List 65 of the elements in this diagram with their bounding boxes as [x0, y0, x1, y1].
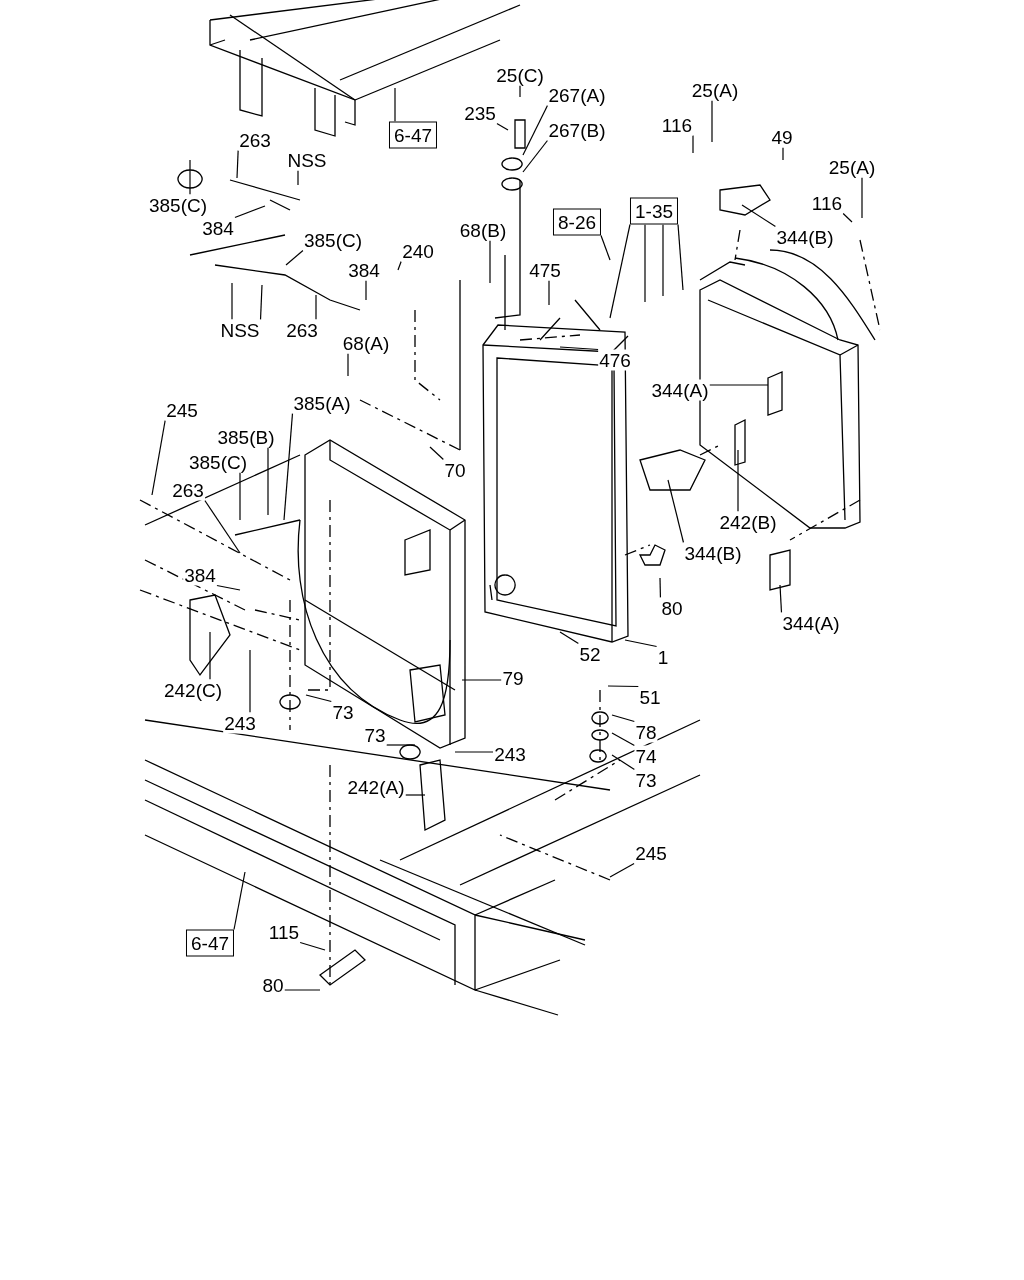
- leader-line: [285, 249, 304, 266]
- leader-line: [522, 139, 549, 173]
- leader-line: [548, 279, 550, 306]
- leader-line: [461, 679, 503, 681]
- leader-line: [609, 862, 635, 878]
- leader-line: [708, 384, 769, 386]
- leader-line: [607, 685, 640, 688]
- leader-line: [267, 446, 269, 516]
- leader-line: [189, 159, 191, 196]
- leader-line: [299, 941, 326, 951]
- leader-line: [782, 146, 784, 161]
- leader-line: [842, 212, 853, 223]
- leader-line: [609, 223, 631, 319]
- leader-line: [231, 282, 233, 321]
- callout-number: 476: [598, 349, 632, 371]
- leader-line: [667, 479, 685, 544]
- leader-line: [522, 104, 549, 156]
- leader-line: [305, 694, 333, 703]
- leader-line: [662, 223, 664, 297]
- leader-line: [397, 260, 402, 271]
- leader-line: [239, 471, 241, 521]
- leader-line: [559, 631, 580, 645]
- reference-label: 8-26: [553, 208, 601, 236]
- leader-line: [283, 989, 321, 991]
- leader-line: [365, 279, 367, 301]
- leader-line: [779, 584, 783, 614]
- reference-label: 1-35: [630, 197, 678, 225]
- leader-line: [737, 449, 739, 513]
- leader-line: [151, 419, 166, 496]
- callout-number: 344(A): [650, 379, 710, 401]
- leader-line: [429, 446, 445, 461]
- leader-line: [489, 239, 491, 284]
- leader-line: [611, 714, 636, 723]
- leader-line: [611, 732, 636, 747]
- leader-line: [519, 84, 521, 98]
- leader-line: [559, 346, 599, 351]
- leader-line: [394, 87, 396, 123]
- leader-line: [741, 204, 777, 228]
- leader-line: [347, 352, 349, 377]
- leader-line: [204, 499, 241, 554]
- leader-line: [209, 631, 211, 681]
- leader-line: [216, 584, 241, 591]
- leader-line: [711, 99, 713, 143]
- leader-line: [624, 639, 658, 648]
- leader-line: [259, 284, 263, 321]
- leader-line: [234, 205, 266, 219]
- leader-line: [644, 223, 646, 303]
- reference-label: 6-47: [186, 929, 234, 957]
- leader-line: [297, 169, 299, 186]
- leader-line: [600, 234, 611, 261]
- leader-line: [454, 751, 494, 753]
- leader-line: [611, 754, 636, 771]
- reference-label: 6-47: [389, 121, 437, 149]
- leader-line: [283, 412, 294, 521]
- leader-line: [677, 223, 684, 291]
- leader-line: [233, 871, 246, 931]
- leader-line: [861, 176, 863, 219]
- leader-line: [496, 122, 509, 131]
- leader-line: [249, 649, 251, 714]
- leader-line: [692, 134, 694, 154]
- leader-line: [404, 794, 426, 796]
- leader-line: [236, 149, 239, 179]
- leader-line: [385, 744, 416, 746]
- leader-line: [659, 577, 662, 599]
- leader-line: [315, 294, 317, 321]
